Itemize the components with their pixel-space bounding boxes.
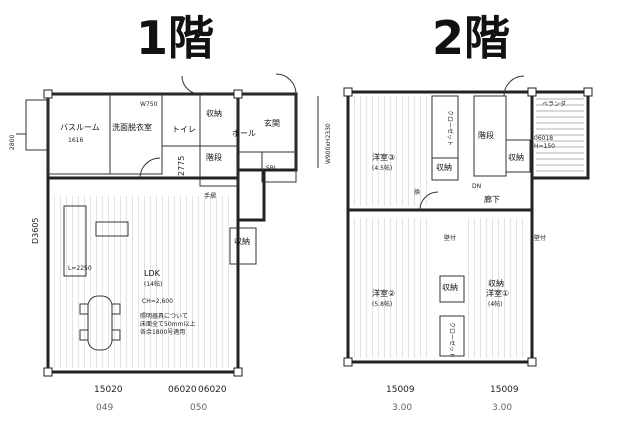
closet-bottom-label: クローゼット xyxy=(448,322,456,358)
lighting-note-1: 照明器具について xyxy=(140,313,188,320)
dim-top-vertical: 2775 xyxy=(177,156,186,176)
dim-right-vertical: W900xH2330 xyxy=(325,123,332,164)
washroom-note: W750 xyxy=(140,101,158,108)
counter-length: L=2250 xyxy=(68,265,92,272)
storage-mid-label: 収納 xyxy=(436,162,452,172)
closet-top-label: クローゼット xyxy=(446,110,454,146)
entrance-label: 玄関 xyxy=(264,118,280,128)
wall-mount-label-1: 壁付 xyxy=(444,234,456,242)
floor-1-title: 1階 xyxy=(136,11,214,65)
room-3-label: 洋室③ xyxy=(372,152,395,162)
side-storage-label: 収納 xyxy=(234,236,250,246)
dim-left-vertical: D3605 xyxy=(31,217,40,244)
storage-a-label: 収納 xyxy=(442,282,458,292)
floor-2-bottom-label-2: 15009 xyxy=(490,385,519,395)
washroom-label: 洗面脱衣室 xyxy=(112,122,152,132)
hall-2-label: 廊下 xyxy=(484,194,500,204)
lighting-note-2: 床面全て50mm以上 xyxy=(140,320,195,328)
vent-label: 換 xyxy=(414,188,420,196)
handrail-label: 手摺 xyxy=(204,192,216,200)
ldk-label: LDK xyxy=(144,269,161,278)
wall-mount-label-2: 壁付 xyxy=(534,234,546,242)
shoebox-label: SBL xyxy=(266,165,278,172)
window-code: 06018 xyxy=(534,135,553,142)
window-size: H=150 xyxy=(534,143,555,150)
veranda-label: ベランダ xyxy=(542,100,566,108)
floor-1-bottom-sub-1: 049 xyxy=(96,403,113,413)
room-2-label: 洋室② xyxy=(372,288,395,298)
room-1-size: (4帖) xyxy=(488,300,503,308)
lighting-note-3: 各余1800号適用 xyxy=(140,328,185,336)
bathroom-label: バスルーム xyxy=(60,123,100,132)
floor-2-bottom-sub-2: 3.00 xyxy=(492,403,512,413)
storage-top-2-label: 収納 xyxy=(508,152,524,162)
stairs-label: 階段 xyxy=(206,152,222,162)
floor-1-bottom-label-1: 15020 xyxy=(94,385,123,395)
toilet-label: トイレ xyxy=(172,125,196,134)
ldk-size: (14帖) xyxy=(144,280,162,288)
down-label: DN xyxy=(472,183,481,190)
hall-label: ホール xyxy=(232,129,256,138)
room-2-size: (5.8帖) xyxy=(372,300,392,308)
dim-left-bay: 2800 xyxy=(9,135,16,150)
ceiling-height: CH=2,600 xyxy=(142,298,173,305)
room-1-label: 洋室① xyxy=(486,288,509,298)
stairs-2-label: 階段 xyxy=(478,130,494,140)
floor-2-bottom-label-1: 15009 xyxy=(386,385,415,395)
floor-1-bottom-label-3: 06020 xyxy=(198,385,227,395)
floor-1-plan xyxy=(16,73,319,377)
floor-1-bottom-sub-2: 050 xyxy=(190,403,207,413)
floor-2-plan xyxy=(343,75,593,367)
bath-size: 1616 xyxy=(68,137,83,144)
floor-2-bottom-sub-1: 3.00 xyxy=(392,403,412,413)
floor-2-title: 2階 xyxy=(432,11,510,65)
storage-top-label: 収納 xyxy=(206,108,222,118)
floor-1-bottom-label-2: 06020 xyxy=(168,385,197,395)
storage-b-label: 収納 xyxy=(488,278,504,288)
room-3-size: (4.5帖) xyxy=(372,164,392,172)
